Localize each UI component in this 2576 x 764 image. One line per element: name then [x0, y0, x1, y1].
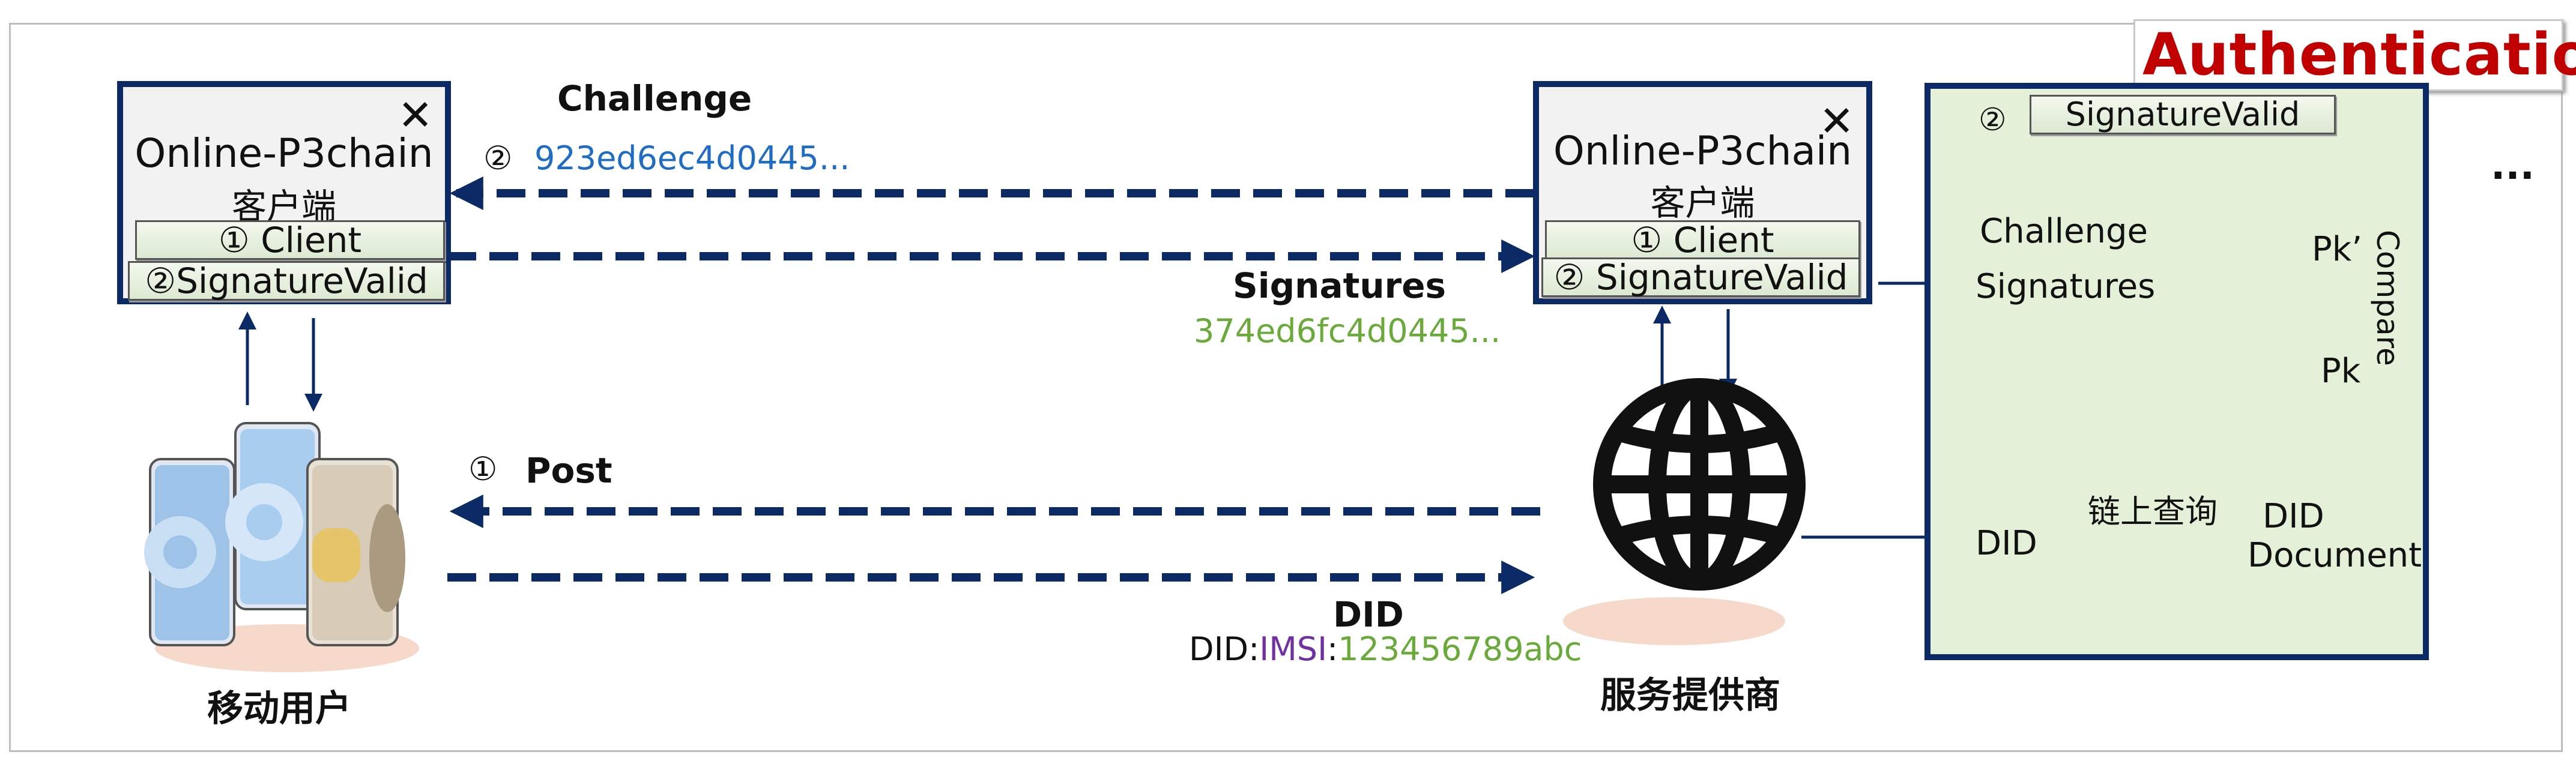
post-step: ① — [468, 450, 498, 488]
right-client-window: ✕ Online-P3chain 客户端 ① Client ② Signatur… — [1533, 81, 1872, 304]
globe-shadow — [1563, 597, 1785, 645]
signatures-value: 374ed6fc4d0445... — [1194, 312, 1501, 350]
authentication-panel: ② SignatureValid Challenge Signatures Pk… — [1924, 83, 2429, 660]
left-client-button[interactable]: ① Client — [135, 220, 445, 260]
signatures-label: Signatures — [1233, 265, 1447, 306]
right-client-subtitle: 客户端 — [1650, 182, 1755, 223]
authentication-title: Authentication — [2142, 21, 2576, 88]
auth-step: ② — [1979, 102, 2007, 138]
auth-signature-valid-button[interactable]: SignatureValid — [2030, 95, 2336, 134]
left-close-icon[interactable]: ✕ — [398, 91, 433, 140]
auth-did-document-line2: Document — [2248, 536, 2422, 575]
right-client-button[interactable]: ① Client — [1545, 220, 1860, 260]
mobile-user-label: 移动用户 — [207, 688, 351, 730]
challenge-step: ② — [483, 139, 513, 177]
auth-signatures: Signatures — [1976, 267, 2156, 306]
left-client-subtitle: 客户端 — [231, 186, 336, 227]
challenge-label: Challenge — [557, 78, 752, 119]
did-imsi: IMSI — [1259, 630, 1328, 668]
left-client-window: ✕ Online-P3chain 客户端 ① Client ②Signature… — [117, 81, 451, 304]
phones-icon — [144, 422, 405, 646]
phone-middle — [225, 422, 321, 610]
phone-right — [306, 458, 405, 646]
did-number: 123456789abc — [1338, 630, 1582, 668]
auth-onchain-query: 链上查询 — [2088, 493, 2218, 531]
right-client-title: Online-P3chain — [1553, 128, 1852, 174]
did-separator: : — [1327, 630, 1338, 668]
auth-challenge: Challenge — [1980, 212, 2148, 251]
auth-pk: Pk — [2321, 352, 2361, 391]
challenge-value: 923ed6ec4d0445... — [534, 139, 850, 177]
auth-compare: Compare — [2370, 230, 2405, 366]
auth-pk-prime: Pk’ — [2312, 230, 2362, 269]
phone-left — [144, 458, 235, 646]
did-full-value: DID:IMSI:123456789abc — [1189, 630, 1582, 668]
more-ellipsis: ... — [2491, 144, 2535, 188]
left-client-title: Online-P3chain — [135, 130, 434, 176]
auth-did-document-line1: DID — [2263, 497, 2324, 536]
did-prefix: DID: — [1189, 630, 1260, 668]
service-provider-label: 服务提供商 — [1600, 675, 1780, 717]
right-close-icon[interactable]: ✕ — [1819, 97, 1854, 146]
post-label: Post — [525, 450, 612, 491]
globe-icon — [1593, 378, 1806, 591]
right-signature-valid-button[interactable]: ② SignatureValid — [1541, 257, 1860, 297]
diagram-frame — [9, 23, 2563, 752]
did-label: DID — [1333, 594, 1404, 635]
left-signature-valid-button[interactable]: ②SignatureValid — [128, 261, 445, 301]
auth-did: DID — [1976, 524, 2037, 563]
